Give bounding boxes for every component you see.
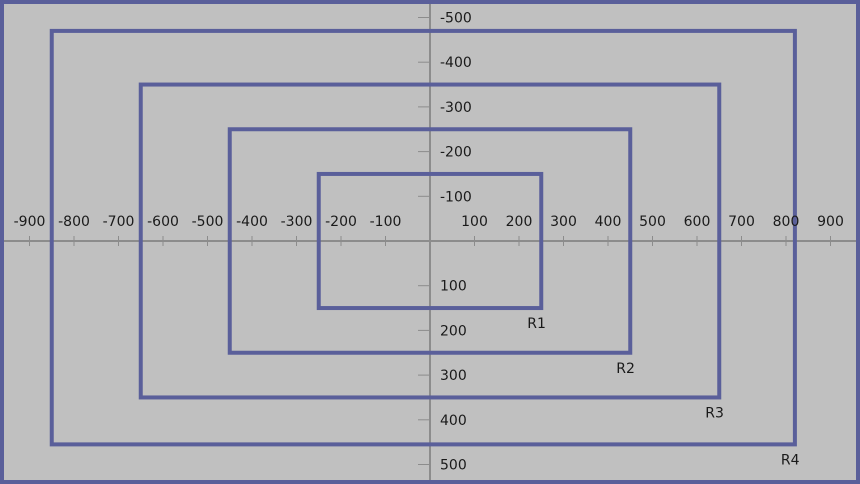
x-tick-label: 600: [684, 214, 711, 230]
y-tick-label: -400: [440, 55, 472, 71]
rectangle-r4: [49, 28, 797, 447]
x-tick-label: -100: [370, 214, 402, 230]
x-tick-label: 300: [550, 214, 577, 230]
y-tick-label: 400: [440, 413, 467, 429]
rectangle-label-r4: R4: [781, 452, 800, 468]
rectangles: [49, 28, 797, 447]
x-tick-label: -700: [103, 214, 135, 230]
y-tick-label: 200: [440, 323, 467, 339]
x-tick-label: -400: [236, 214, 268, 230]
x-tick-label: 200: [506, 214, 533, 230]
rectangle-label-r1: R1: [527, 316, 546, 332]
x-tick-label: -800: [58, 214, 90, 230]
y-tick-label: 100: [440, 279, 467, 295]
rectangle-label-r3: R3: [705, 405, 724, 421]
rectangle-r2: [227, 127, 633, 355]
x-tick-label: -900: [14, 214, 46, 230]
y-tick-label: -100: [440, 189, 472, 205]
x-tick-label: 500: [639, 214, 666, 230]
tick-labels: -900 -800 -700 -600 -500 -400 -300 -200 -100 100 2…: [14, 11, 844, 474]
y-tick-label: 500: [440, 458, 467, 474]
x-tick-label: 900: [817, 214, 844, 230]
x-tick-label: 100: [461, 214, 488, 230]
rectangle-r1: [316, 171, 544, 311]
rectangle-label-r2: R2: [616, 361, 635, 377]
x-tick-label: 400: [595, 214, 622, 230]
y-tick-label: 300: [440, 368, 467, 384]
x-tick-label: 800: [773, 214, 800, 230]
rectangle-r3: [138, 82, 722, 400]
tick-marks: [29, 17, 831, 465]
y-tick-label: -300: [440, 100, 472, 116]
x-tick-label: 700: [728, 214, 755, 230]
x-tick-label: -600: [147, 214, 179, 230]
y-tick-label: -200: [440, 145, 472, 161]
x-tick-label: -500: [192, 214, 224, 230]
x-tick-label: -300: [281, 214, 313, 230]
y-tick-label: -500: [440, 11, 472, 27]
x-tick-label: -200: [325, 214, 357, 230]
